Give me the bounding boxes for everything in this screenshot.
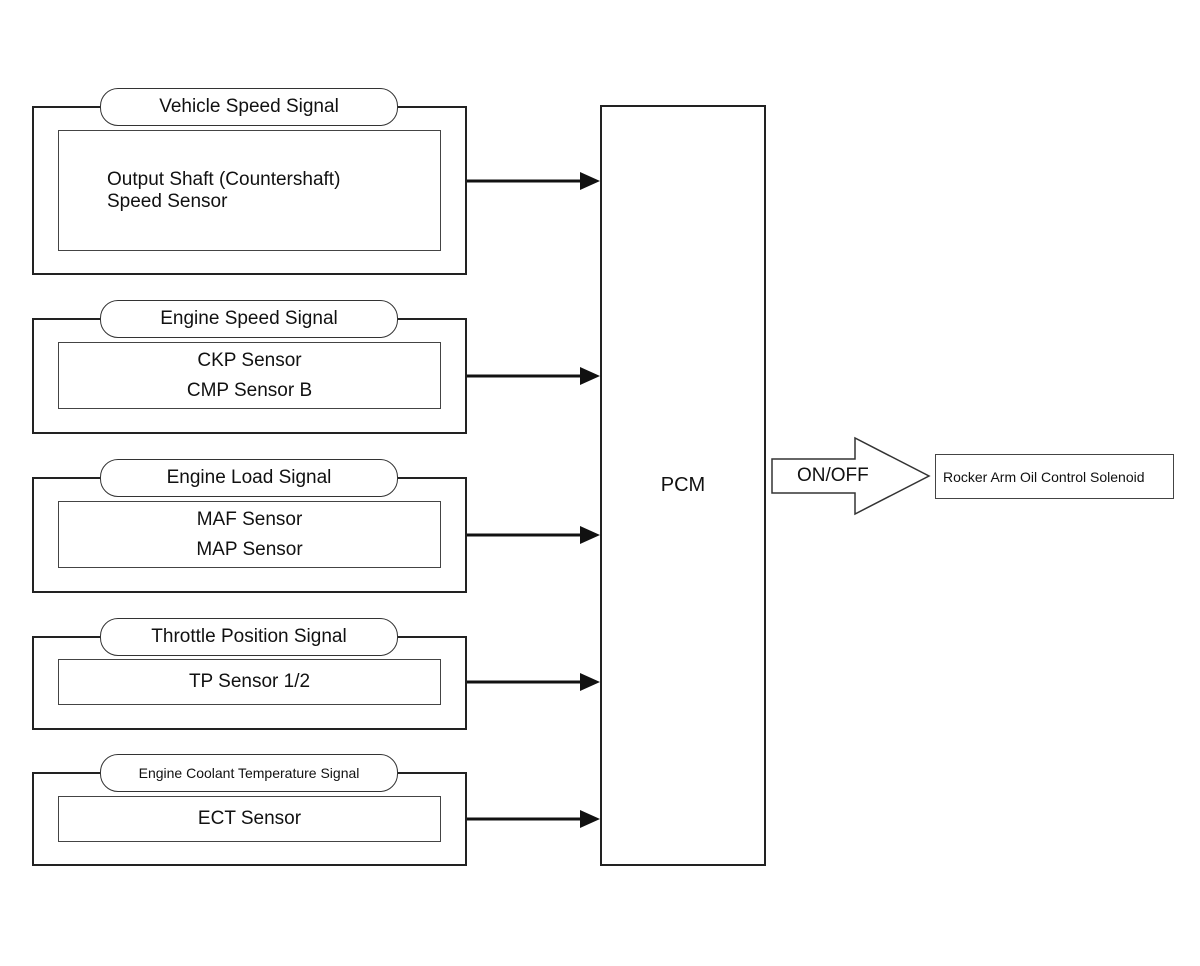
sensor-label: ECT Sensor: [197, 808, 302, 829]
arrowhead-icon: [580, 673, 600, 691]
arrowhead-icon: [580, 526, 600, 544]
sensor-label: MAF Sensor: [196, 508, 303, 530]
sensor-label: MAP Sensor: [196, 538, 303, 560]
sensor-label: Speed Sensor: [107, 190, 228, 212]
signal-label-engine-speed: Engine Speed Signal: [100, 300, 398, 338]
solenoid-label: Rocker Arm Oil Control Solenoid: [943, 468, 1145, 485]
sensor-label: Output Shaft (Countershaft): [107, 168, 341, 190]
sensor-label: CMP Sensor B: [186, 379, 313, 401]
signal-label-throttle-position: Throttle Position Signal: [100, 618, 398, 656]
solenoid-box: Rocker Arm Oil Control Solenoid: [935, 454, 1174, 499]
sensor-label: CKP Sensor: [197, 349, 302, 371]
signal-label-engine-load: Engine Load Signal: [100, 459, 398, 497]
arrowhead-icon: [580, 172, 600, 190]
output-arrow-label: ON/OFF: [797, 465, 869, 486]
signal-label-vehicle-speed: Vehicle Speed Signal: [100, 88, 398, 126]
sensor-box-engine-load: MAF Sensor MAP Sensor: [58, 501, 441, 568]
output-arrow-icon: [771, 436, 931, 516]
sensor-box-ect: ECT Sensor: [58, 796, 441, 842]
arrowhead-icon: [580, 367, 600, 385]
pcm-label: PCM: [660, 474, 706, 496]
arrowhead-icon: [580, 810, 600, 828]
pcm-box: PCM: [600, 105, 766, 866]
sensor-box-engine-speed: CKP Sensor CMP Sensor B: [58, 342, 441, 409]
sensor-box-output-shaft: Output Shaft (Countershaft) Speed Sensor: [58, 130, 441, 251]
signal-label-engine-coolant-temperature: Engine Coolant Temperature Signal: [100, 754, 398, 792]
sensor-label: TP Sensor 1/2: [188, 671, 311, 692]
sensor-box-throttle-position: TP Sensor 1/2: [58, 659, 441, 705]
